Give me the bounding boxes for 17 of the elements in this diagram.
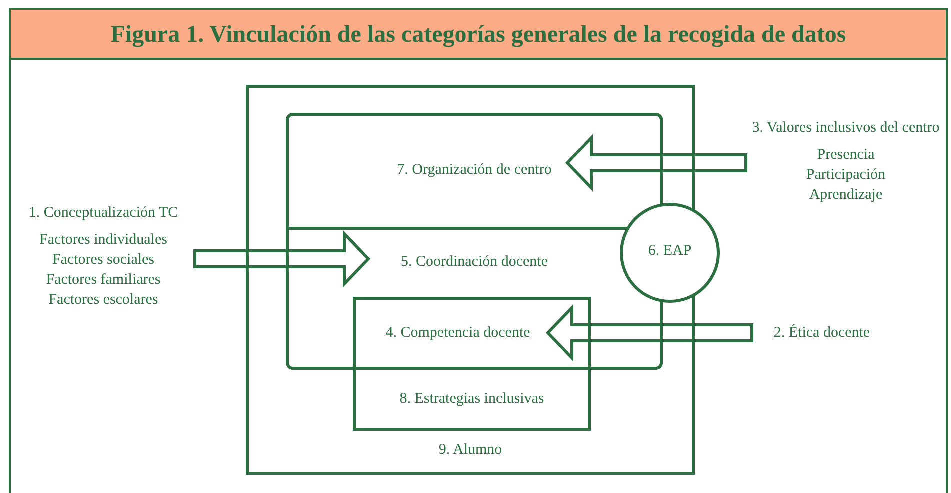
category-label: 3. Valores inclusivos del centro	[751, 119, 941, 138]
category-label: 1. Conceptualización TC	[28, 204, 180, 223]
factor-list: Factores individuales Factores sociales Factores familiares Factores escolares	[34, 230, 174, 310]
category-label: 4. Competencia docente	[370, 323, 546, 343]
block-arrow	[546, 304, 754, 362]
category-box	[353, 297, 591, 431]
category-label: 6. EAP	[647, 242, 693, 261]
category-box	[286, 113, 663, 230]
block-arrow	[194, 230, 371, 288]
category-label: 2. Ética docente	[752, 323, 892, 343]
category-label: 5. Coordinación docente	[400, 253, 550, 272]
factor-list: Presencia Participación Aprendizaje	[791, 145, 901, 205]
figure-title: Figura 1. Vinculación de las categorías generales de la recogida de datos	[110, 22, 848, 49]
category-label: 8. Estrategias inclusivas	[398, 390, 546, 409]
block-arrow	[565, 134, 748, 192]
category-label: 9. Alumno	[438, 441, 504, 460]
category-label: 7. Organización de centro	[396, 161, 553, 180]
